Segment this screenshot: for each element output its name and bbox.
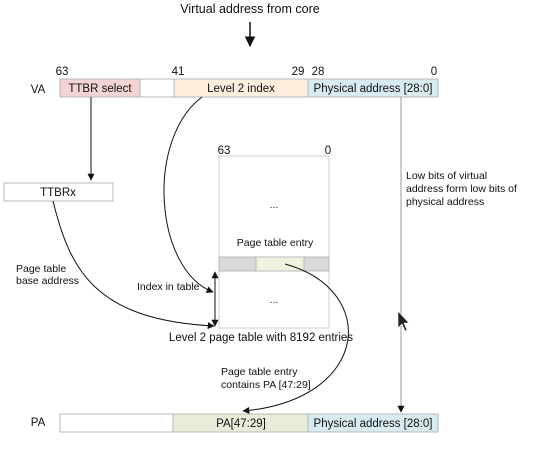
- table-dots-top: ...: [270, 199, 279, 211]
- va-physical-address-field: [307, 78, 439, 98]
- entry-to-pa-curve: [242, 263, 349, 414]
- table-base-curve: [52, 200, 215, 330]
- va-ttbr-select-label: TTBR select: [68, 83, 132, 95]
- pa-physical-address-label: Physical address [28:0]: [314, 418, 433, 430]
- pa-unused-field: [59, 413, 174, 433]
- level2-index-curve: [163, 96, 214, 294]
- entry-contains-line1: Page table entry: [221, 366, 298, 378]
- page-table-entry-label: Page table entry: [237, 237, 314, 249]
- ttbrx-label: TTBRx: [40, 187, 76, 199]
- va-level2-index-label: Level 2 index: [207, 83, 275, 95]
- page-table-box: [218, 155, 330, 329]
- va-bit-28: 28: [312, 66, 325, 78]
- diagram-title: Virtual address from core: [180, 2, 319, 16]
- mouse-cursor-icon: [397, 310, 410, 332]
- va-bit-41: 41: [172, 66, 185, 78]
- table-dots-bottom: ...: [270, 294, 279, 306]
- index-in-table-label: Index in table: [137, 281, 200, 293]
- va-physical-address-label: Physical address [28:0]: [314, 83, 433, 95]
- va-unused-field: [139, 78, 175, 98]
- va-bit-29: 29: [292, 66, 305, 78]
- pa-47-29-label: PA[47:29]: [216, 418, 266, 430]
- page-table-entry-pa-field: [255, 256, 305, 272]
- pa-physical-address-field: [307, 413, 439, 433]
- va-bit-0: 0: [431, 66, 437, 78]
- low-bits-line1: Low bits of virtual: [406, 170, 487, 182]
- va-bit-63: 63: [56, 66, 69, 78]
- ttbrx-box: [3, 182, 114, 202]
- table-bit-0: 0: [325, 145, 331, 157]
- page-table-base-line1: Page table: [16, 263, 66, 275]
- page-table-base-line2: base address: [16, 275, 79, 287]
- pa-label: PA: [31, 417, 46, 429]
- table-bit-63: 63: [218, 145, 231, 157]
- page-table-caption: Level 2 page table with 8192 entries: [169, 332, 353, 344]
- low-bits-line2: address form low bits of: [406, 183, 517, 195]
- entry-contains-line2: contains PA [47:29]: [221, 379, 311, 391]
- va-label: VA: [31, 84, 46, 96]
- low-bits-line3: physical address: [406, 196, 484, 208]
